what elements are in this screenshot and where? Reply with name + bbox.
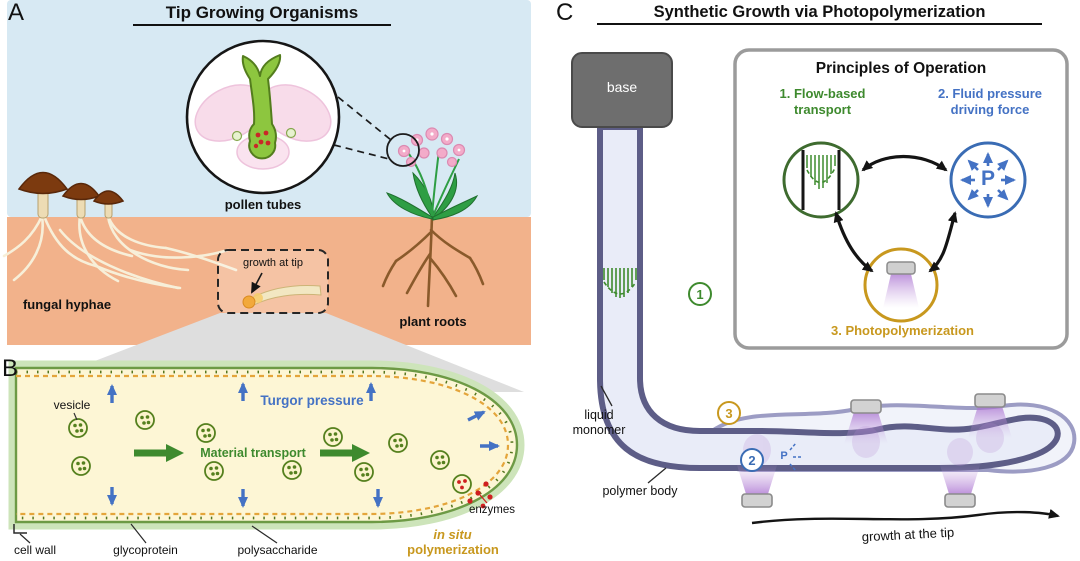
uv-glow [968,406,1012,438]
flower-zoom-circle [386,133,420,167]
glycoprotein-leader [130,523,147,544]
turgor-pressure-label: Turgor pressure [260,393,364,408]
zoom-connector-bottom [333,144,390,160]
pollen-tubes-label: pollen tubes [224,197,302,212]
uv-glow [883,274,919,308]
enzyme-dots [467,481,493,509]
inset-principles [733,48,1069,350]
liquid-monomer-label-line2: monomer [572,423,626,437]
plant-leaves [385,171,479,221]
panel-b-graphics [8,360,525,544]
panel-a-letter: A [8,0,25,26]
polysaccharide-leader [251,525,278,544]
uv-lamp-icon [944,493,976,508]
pollen-tube-inset [185,39,341,195]
panel-c-graphics [571,48,1077,525]
pressure-small-symbol: P [780,450,788,462]
polymer-body-label: polymer body [602,484,678,498]
growth-direction-arrow [751,508,1060,525]
pressure-arrows-icon [960,152,1016,208]
material-transport-label: Material transport [200,446,306,460]
uv-lamp-icon [886,261,916,275]
step-marker-1: 1 [688,282,712,306]
panel-b-letter: B [2,355,19,382]
liquid-monomer-leader [600,385,613,407]
panel-a-graphics [2,0,531,392]
inset-box [733,48,1069,350]
panel-c-title: Synthetic Growth via Photopolymerization [597,3,1042,26]
inset-item2-line2: driving force [950,102,1030,117]
inset-item1-line1: 1. Flow-based [779,86,866,101]
glycoprotein-label: glycoprotein [113,543,178,557]
uv-glow [844,412,888,444]
mushrooms [17,171,125,219]
uv-lamp-icon [850,399,882,414]
vesicle-with-enzymes [452,474,472,494]
plant-roots-label: plant roots [399,314,467,329]
cycle-arrow-right [928,211,958,273]
flow-profile-in-tube [603,268,637,298]
vesicle-label: vesicle [53,398,91,412]
pollen-tube-shape [241,54,282,160]
cell-body [14,366,519,524]
cell-wall-label: cell wall [13,543,56,557]
cell-wall-leader [19,533,31,544]
step-marker-3: 3 [717,401,741,425]
step-marker-2: 2 [740,448,764,472]
uv-glow [939,462,981,494]
flower-centers [402,132,461,153]
in-situ-label-line1: in situ [433,527,472,542]
inset-item2-line1: 2. Fluid pressure [937,86,1043,101]
glycoprotein-layer [16,374,510,516]
inset-item3: 3. Photopolymerization [830,323,974,338]
pressure-dashes [789,442,802,472]
polysaccharide-label: polysaccharide [237,543,318,557]
inset-title: Principles of Operation [815,60,987,77]
flow-transport-circle [782,141,860,219]
panel-c-letter: C [556,0,574,26]
polymer-body-leader [647,467,667,484]
turgor-arrows [107,382,500,508]
fungal-hyphae-label: fungal hyphae [22,297,112,312]
cycle-arrow-left [833,211,874,273]
cell-wall-bracket [13,524,27,534]
pressure-symbol: P [980,167,995,190]
vesicle-leader [73,412,78,421]
growth-at-tip-label: growth at tip [243,257,303,269]
plant-roots-graphic [381,214,485,308]
pollen-grains [253,130,271,149]
enzymes-label: enzymes [468,504,516,516]
liquid-monomer-label-line1: liquid [584,408,614,422]
base-label: base [606,79,638,95]
base-block [571,52,673,128]
panel-a-title: Tip Growing Organisms [133,3,391,27]
plant [381,127,485,308]
inset-item1-line2: transport [793,102,852,117]
tube [597,124,1061,471]
vesicles [68,410,472,494]
uv-lamp-icon [974,393,1006,408]
hyphae-network [2,214,238,290]
uv-lamp-icon [741,493,773,508]
enzymes-leader [479,494,488,504]
uv-lamps [736,393,1012,508]
growth-at-tip-box [217,249,329,314]
in-situ-label-line2: polymerization [407,542,499,557]
cycle-arrow-top [861,154,948,172]
